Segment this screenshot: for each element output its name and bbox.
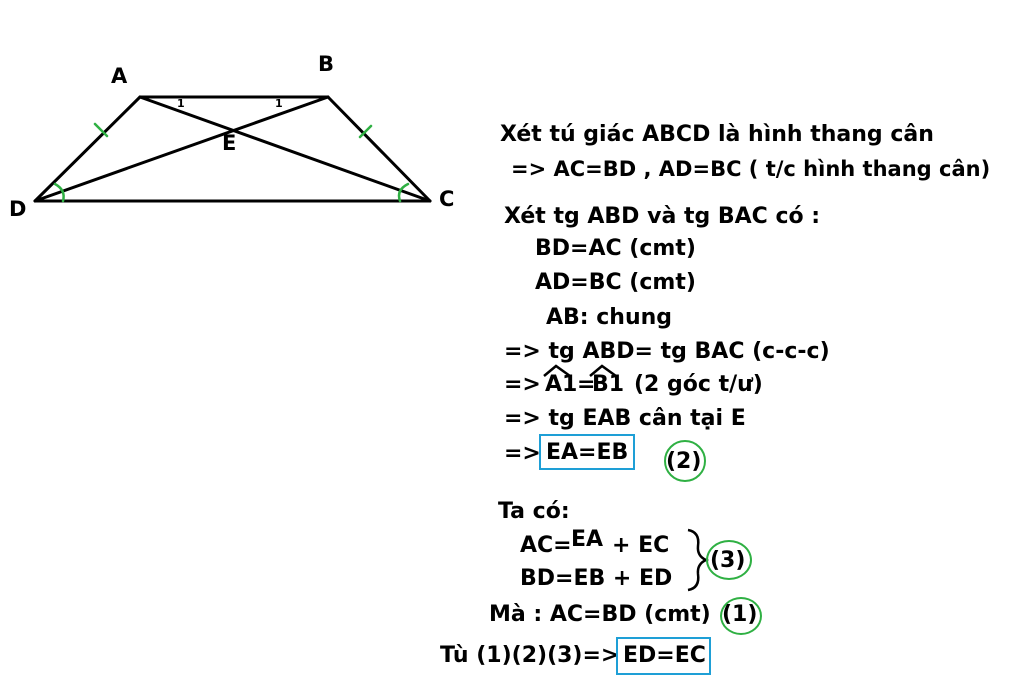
side-bc — [326, 95, 432, 203]
proof-line-7: => tg ABD= tg BAC (c-c-c) — [504, 339, 830, 364]
proof-line-8-a1: A1 — [545, 372, 578, 397]
proof-line-15: Tù (1)(2)(3)=> — [440, 643, 620, 668]
point-label-b: B — [318, 52, 335, 76]
tick-bc — [358, 124, 373, 139]
proof-line-13: BD=EB + ED — [520, 566, 673, 591]
proof-line-3: Xét tg ABD và tg BAC có : — [504, 204, 821, 229]
angle-arc-d — [53, 182, 65, 203]
diagonal-bd — [33, 95, 330, 203]
proof-line-14-tag: (1) — [722, 602, 758, 627]
proof-line-14: Mà : AC=BD (cmt) — [489, 602, 711, 627]
proof-line-10-tag: (2) — [666, 449, 702, 474]
point-label-d: D — [9, 197, 27, 221]
proof-line-8-eq: = — [577, 372, 596, 397]
result-box-ed-ec — [616, 637, 711, 675]
point-label-a: A — [111, 64, 128, 88]
point-label-c: C — [439, 187, 455, 211]
proof-line-9: => tg EAB cân tại E — [504, 406, 746, 431]
tag-circle-1 — [720, 597, 762, 635]
proof-line-11: Ta có: — [498, 499, 570, 524]
proof-line-10-boxed: EA=EB — [546, 440, 629, 465]
proof-line-12-c: + EC — [612, 533, 670, 558]
proof-line-6: AB: chung — [546, 305, 673, 330]
angle-hat-marks — [543, 364, 617, 378]
proof-line-13-tag: (3) — [710, 548, 746, 573]
result-box-ea-eb — [539, 434, 635, 470]
proof-line-10-prefix: => — [504, 441, 541, 466]
proof-line-5: AD=BC (cmt) — [535, 270, 696, 295]
diagonal-ac — [138, 95, 432, 203]
point-label-e: E — [222, 131, 237, 155]
proof-line-2: => AC=BD , AD=BC ( t/c hình thang cân) — [511, 157, 991, 181]
tag-circle-3 — [706, 540, 752, 580]
tick-ad — [93, 122, 109, 138]
proof-line-8-prefix: => — [504, 372, 541, 397]
proof-line-15-boxed: ED=EC — [623, 643, 706, 668]
angle-label-b1: 1 — [275, 97, 283, 110]
proof-line-12-b: EA — [571, 527, 604, 552]
angle-label-a1: 1 — [177, 97, 185, 110]
side-da — [33, 95, 142, 203]
trapezoid-figure — [33, 95, 432, 203]
tag-circle-2 — [664, 440, 706, 482]
proof-line-12-a: AC= — [520, 533, 572, 558]
proof-line-4: BD=AC (cmt) — [535, 236, 696, 261]
proof-line-8-b1: B1 — [592, 372, 625, 397]
proof-line-1: Xét tú giác ABCD là hình thang cân — [500, 122, 934, 147]
proof-line-8-rest: (2 góc t/ư) — [634, 372, 763, 397]
angle-arc-c — [397, 182, 410, 203]
